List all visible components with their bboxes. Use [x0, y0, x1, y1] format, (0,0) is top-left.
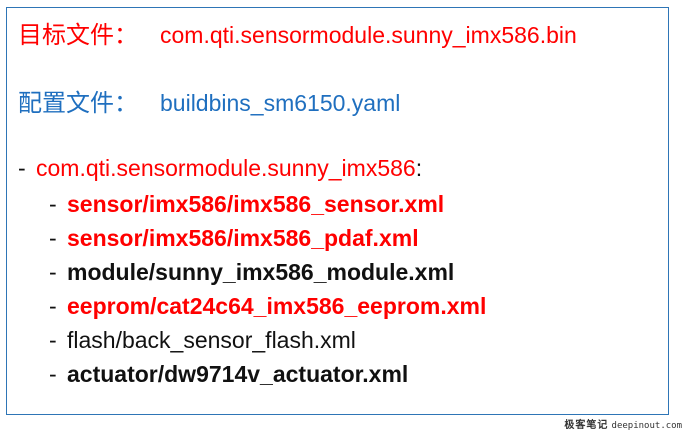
tree-item-path: flash/back_sensor_flash.xml	[67, 327, 356, 353]
tree-item-dash: -	[49, 361, 57, 387]
tree-item-path: eeprom/cat24c64_imx586_eeprom.xml	[67, 293, 487, 319]
tree-item: -sensor/imx586/imx586_sensor.xml	[49, 190, 444, 218]
config-file-line: 配置文件： buildbins_sm6150.yaml	[18, 89, 400, 117]
tree-item-path: sensor/imx586/imx586_pdaf.xml	[67, 225, 419, 251]
target-file-label: 目标文件：	[18, 21, 138, 49]
tree-item-path: sensor/imx586/imx586_sensor.xml	[67, 191, 445, 217]
watermark: 极客笔记 deepinout.com	[564, 416, 682, 431]
target-file-line: 目标文件： com.qti.sensormodule.sunny_imx586.b…	[18, 21, 577, 49]
config-file-label: 配置文件：	[18, 89, 138, 117]
watermark-cn: 极客笔记	[564, 420, 609, 431]
tree-item: -module/sunny_imx586_module.xml	[49, 258, 454, 286]
tree-item-dash: -	[49, 191, 57, 217]
tree-item-dash: -	[49, 293, 57, 319]
tree-root-colon: :	[415, 155, 423, 181]
content-box: 目标文件： com.qti.sensormodule.sunny_imx586.b…	[6, 7, 669, 415]
tree-item-dash: -	[49, 225, 57, 251]
tree-item-dash: -	[49, 259, 57, 285]
tree-item-path: module/sunny_imx586_module.xml	[67, 259, 455, 285]
tree-root-line: -com.qti.sensormodule.sunny_imx586:	[18, 154, 422, 182]
tree-item: -sensor/imx586/imx586_pdaf.xml	[49, 224, 419, 252]
tree-root-name: com.qti.sensormodule.sunny_imx586	[36, 155, 416, 181]
tree-root-dash: -	[18, 155, 26, 181]
tree-item: -flash/back_sensor_flash.xml	[49, 326, 356, 354]
watermark-en: deepinout.com	[611, 421, 682, 431]
tree-item: -actuator/dw9714v_actuator.xml	[49, 360, 408, 388]
tree-item-dash: -	[49, 327, 57, 353]
tree-item-path: actuator/dw9714v_actuator.xml	[67, 361, 409, 387]
config-file-value: buildbins_sm6150.yaml	[160, 90, 401, 116]
tree-item: -eeprom/cat24c64_imx586_eeprom.xml	[49, 292, 486, 320]
target-file-value: com.qti.sensormodule.sunny_imx586.bin	[160, 22, 577, 48]
